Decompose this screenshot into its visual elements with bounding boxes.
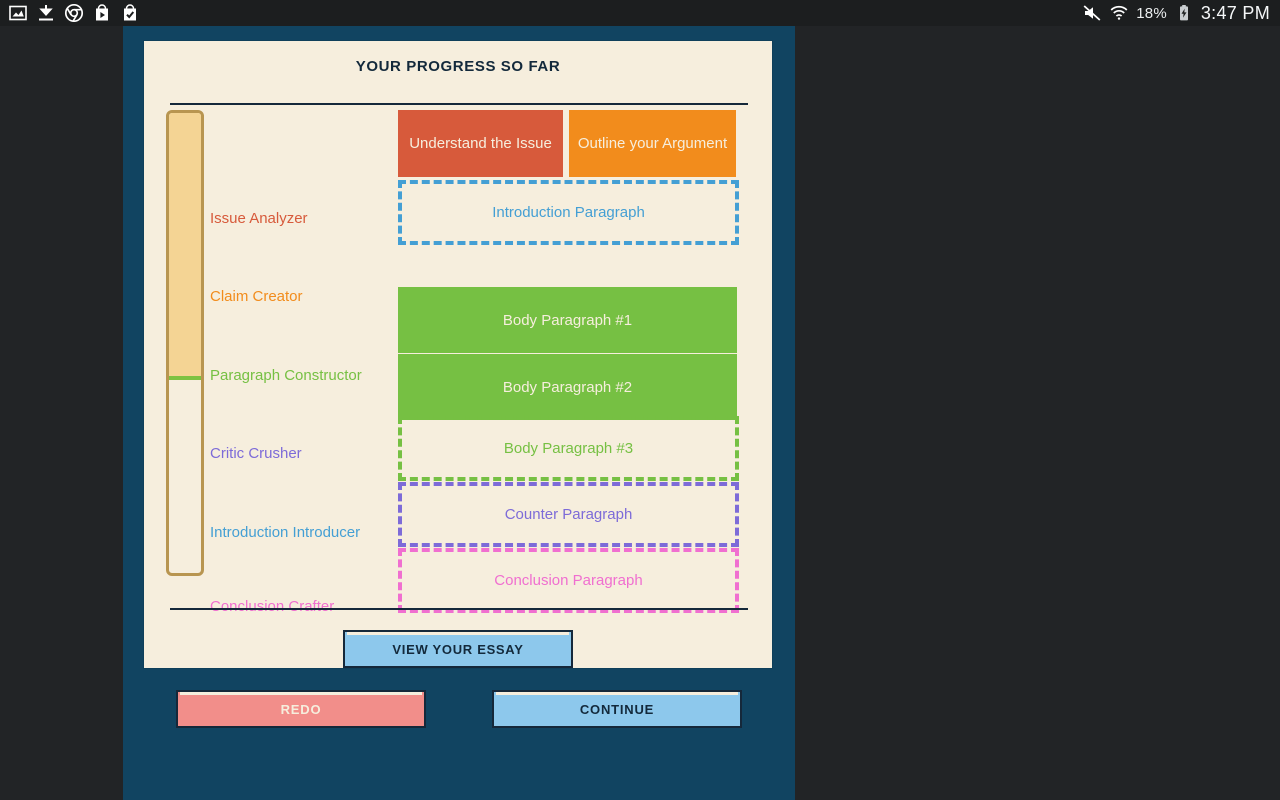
volume-muted-icon <box>1082 3 1102 23</box>
play-store-icon <box>92 3 112 23</box>
download-icon <box>36 3 56 23</box>
essay-block[interactable]: Body Paragraph #2 <box>398 354 737 420</box>
stage-label: Claim Creator <box>210 288 303 305</box>
view-essay-button[interactable]: VIEW YOUR ESSAY <box>343 630 573 668</box>
essay-block[interactable]: Counter Paragraph <box>398 482 739 547</box>
overall-progress-track <box>166 110 204 576</box>
essay-block[interactable]: Outline your Argument <box>569 110 736 177</box>
essay-block[interactable]: Body Paragraph #3 <box>398 416 739 481</box>
battery-percent-label: 18% <box>1136 4 1167 22</box>
divider-top <box>170 103 748 105</box>
clock-label: 3:47 PM <box>1200 2 1270 23</box>
overall-progress-fill <box>169 113 201 380</box>
battery-charging-icon <box>1174 3 1194 23</box>
redo-label: REDO <box>280 701 322 717</box>
stage-label: Conclusion Crafter <box>210 598 335 615</box>
essay-block[interactable]: Body Paragraph #1 <box>398 287 737 353</box>
app-installed-icon <box>120 3 140 23</box>
stage-label: Introduction Introducer <box>210 524 361 541</box>
essay-block[interactable]: Introduction Paragraph <box>398 180 739 245</box>
divider-bottom <box>170 608 748 610</box>
stage-label: Critic Crusher <box>210 445 302 462</box>
chrome-icon <box>64 3 84 23</box>
essay-block[interactable]: Understand the Issue <box>398 110 563 177</box>
button-highlight <box>347 632 569 635</box>
status-notification-icons <box>0 3 140 23</box>
button-highlight <box>496 692 738 695</box>
android-status-bar: 18% 3:47 PM <box>0 0 1280 26</box>
stage-label: Paragraph Constructor <box>210 367 362 384</box>
wifi-icon <box>1109 3 1129 23</box>
stage-label: Issue Analyzer <box>210 210 308 227</box>
button-highlight <box>180 692 422 695</box>
continue-label: CONTINUE <box>579 701 655 717</box>
page-title: YOUR PROGRESS SO FAR <box>355 58 561 75</box>
status-system-icons: 18% 3:47 PM <box>1082 3 1280 24</box>
redo-button[interactable]: REDO <box>176 690 426 728</box>
image-icon <box>8 3 28 23</box>
essay-block[interactable]: Conclusion Paragraph <box>398 548 739 613</box>
continue-button[interactable]: CONTINUE <box>492 690 742 728</box>
view-essay-label: VIEW YOUR ESSAY <box>392 641 524 657</box>
